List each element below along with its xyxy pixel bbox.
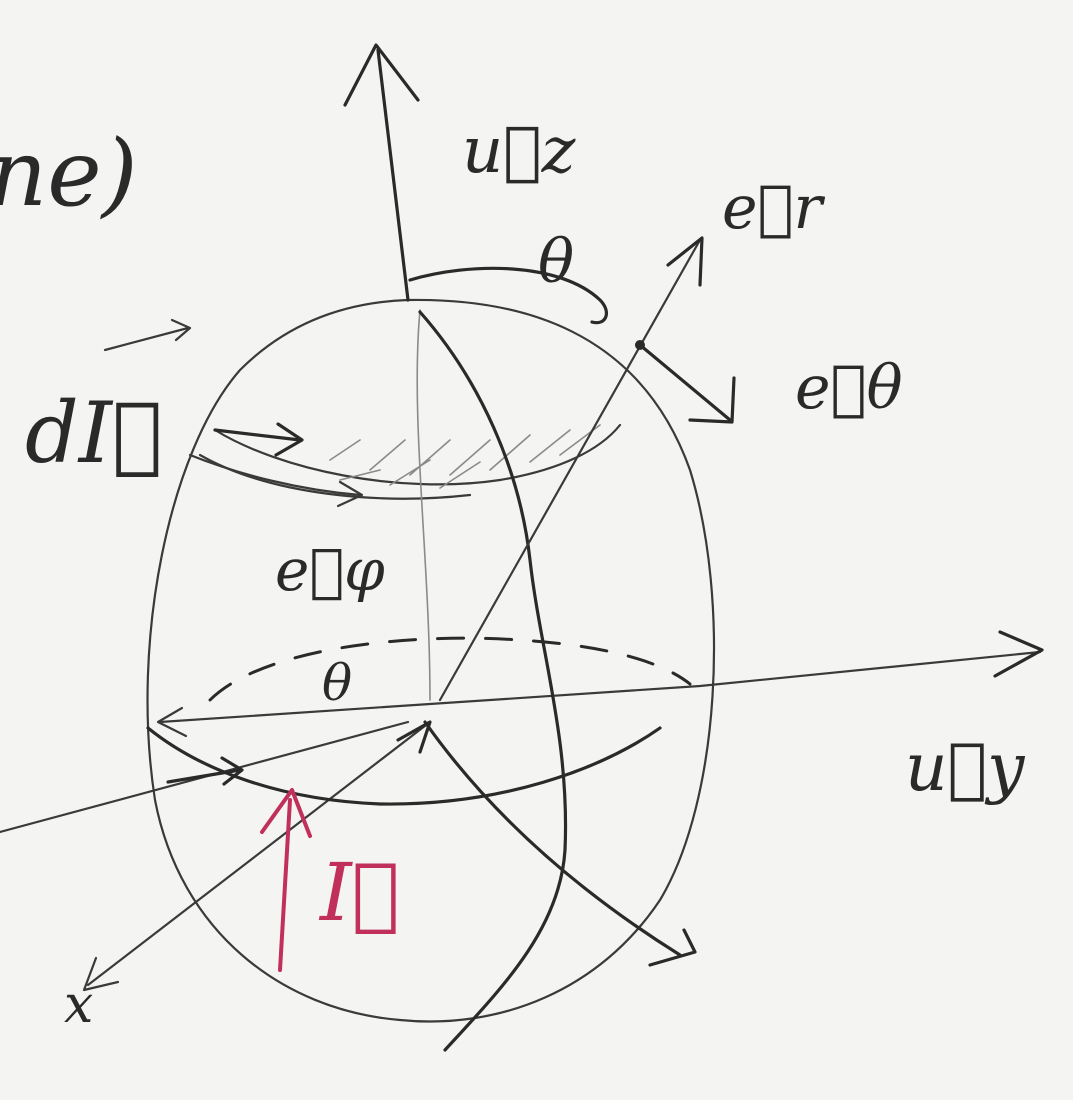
center-to-right-arrowhead: [648, 928, 697, 967]
equator-direction-arrow: [166, 756, 244, 786]
current-label: I⃗: [318, 846, 400, 939]
x-axis-label: x: [64, 975, 93, 1035]
etheta-vector: [638, 343, 732, 422]
ephi-arrow: [188, 453, 362, 497]
theta-arc-top: [408, 266, 609, 325]
sphere-outline: [146, 298, 716, 1023]
ring-hatching: [329, 424, 601, 489]
etheta-label: e⃗θ: [795, 353, 903, 423]
dI-arrow-main: [213, 428, 302, 442]
er-arrowhead: [666, 236, 704, 287]
z-axis: [376, 48, 410, 302]
x-axis-arrowhead: [82, 956, 120, 992]
current-arrow: [278, 798, 292, 972]
current-arrowhead: [260, 788, 312, 838]
y-axis-label: u⃗y: [905, 729, 1025, 806]
center-in-arrowhead: [396, 720, 432, 754]
dI-arrowhead: [274, 422, 304, 457]
meridian-front: [418, 310, 568, 1052]
ephi-arrowhead: [336, 480, 364, 508]
y-axis-left-arrowhead: [156, 706, 188, 738]
z-axis-label: u⃗z: [462, 114, 577, 188]
y-axis: [158, 650, 1042, 724]
ephi-label: e⃗φ: [275, 536, 385, 604]
radius-line: [438, 238, 702, 702]
equator-front: [146, 726, 662, 806]
theta-label-top: θ: [538, 227, 574, 297]
theta-label-mid: θ: [322, 654, 352, 712]
header-fragment: ne): [0, 120, 138, 227]
x-axis: [86, 720, 432, 987]
dI-label: dI⃗: [25, 384, 162, 482]
y-axis-arrowhead: [993, 630, 1044, 678]
etheta-arrowhead: [688, 376, 736, 424]
z-axis-arrowhead: [343, 43, 420, 107]
meridian-back: [416, 309, 431, 701]
er-label: e⃗r: [722, 173, 826, 243]
center-to-right-arrow: [423, 720, 682, 957]
dI-overarrow: [103, 318, 192, 352]
latitude-ring-upper: [213, 423, 622, 486]
equator-back: [208, 636, 692, 702]
